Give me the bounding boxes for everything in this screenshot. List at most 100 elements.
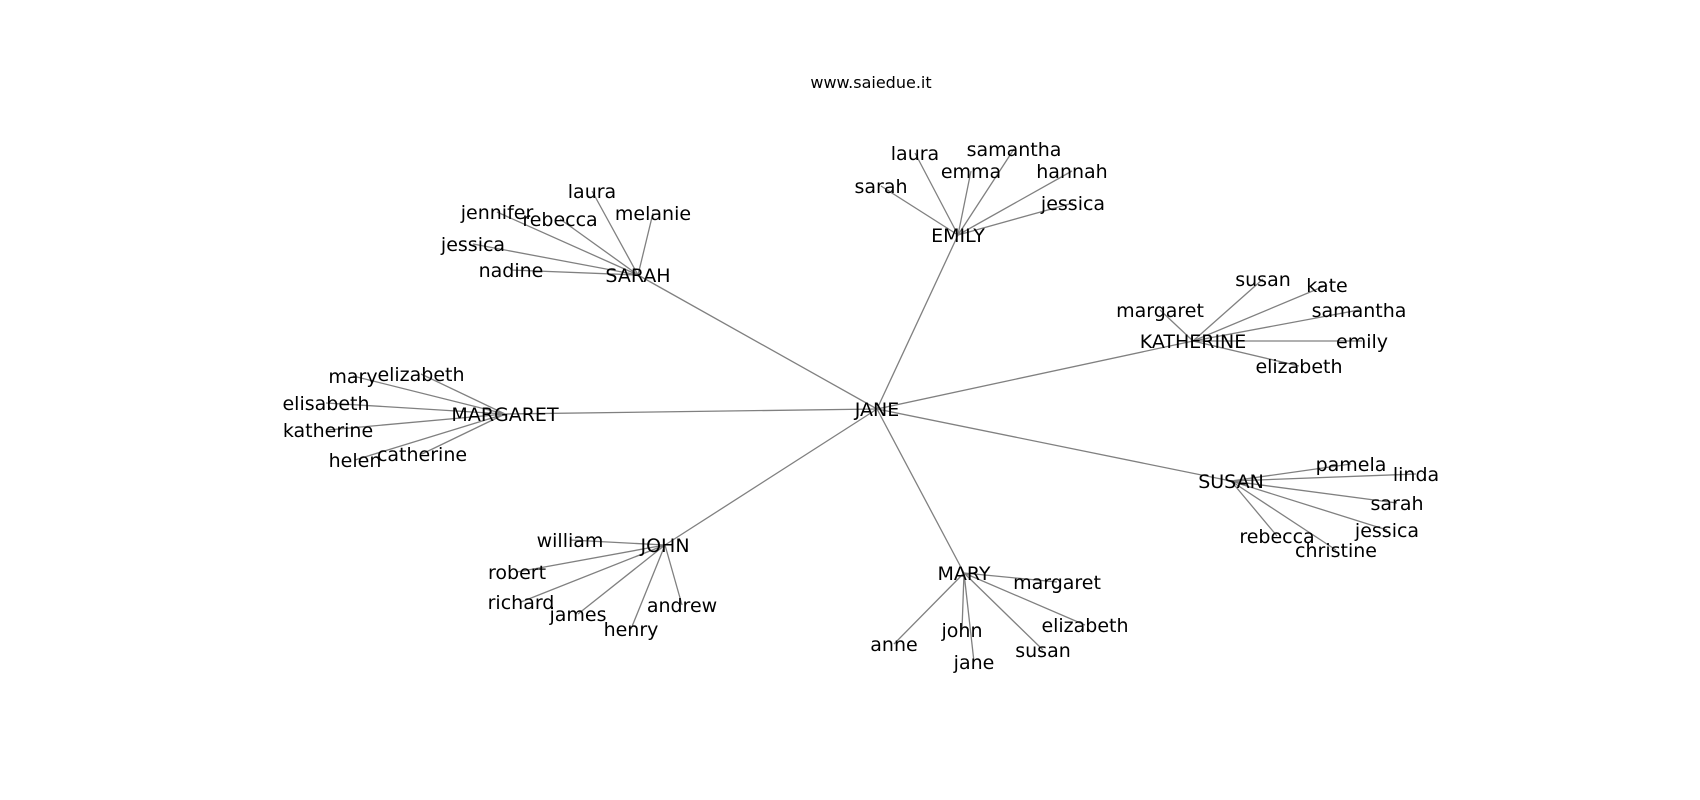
node-leaf-sarah-jessica: jessica: [440, 234, 505, 256]
node-labels: JANESARAHlauramelaniejenniferrebeccajess…: [282, 139, 1439, 674]
edge-katherine-margaret: [1159, 309, 1194, 342]
edge-root-margaret: [504, 408, 878, 415]
node-leaf-katherine-emily: emily: [1336, 331, 1388, 353]
node-root-jane: JANE: [854, 399, 900, 421]
edge-sarah-jennifer: [496, 211, 639, 276]
edge-mary-john: [961, 572, 965, 631]
edge-sarah-rebecca: [559, 218, 639, 276]
node-leaf-john-richard: richard: [488, 592, 555, 614]
edge-john-andrew: [664, 544, 683, 606]
node-leaf-emily-jessica: jessica: [1040, 193, 1105, 215]
edge-emily-sarah: [880, 185, 959, 236]
edge-john-henry: [630, 544, 666, 630]
node-leaf-mary-susan: susan: [1015, 640, 1071, 662]
edge-katherine-kate: [1192, 284, 1328, 342]
node-leaf-mary-margaret: margaret: [1013, 572, 1101, 594]
node-leaf-margaret-elisabeth: elisabeth: [282, 393, 369, 415]
edge-root-mary: [876, 408, 965, 574]
node-leaf-susan-pamela: pamela: [1316, 454, 1387, 476]
diagram-title: www.saiedue.it: [810, 73, 931, 92]
edge-margaret-mary: [352, 375, 506, 415]
edge-root-katherine: [876, 340, 1194, 410]
node-hub-mary: MARY: [938, 563, 991, 585]
edge-margaret-katherine: [327, 413, 506, 431]
edge-emily-laura: [914, 152, 959, 236]
edge-sarah-laura: [591, 190, 639, 276]
edge-root-emily: [876, 234, 959, 410]
node-leaf-emily-laura: laura: [891, 143, 939, 165]
node-leaf-katherine-samantha: samantha: [1312, 300, 1407, 322]
node-hub-katherine: KATHERINE: [1140, 331, 1247, 353]
edge-john-richard: [520, 544, 666, 603]
node-hub-john: JOHN: [639, 535, 689, 557]
node-leaf-susan-rebecca: rebecca: [1239, 526, 1314, 548]
node-hub-sarah: SARAH: [605, 265, 670, 287]
edge-emily-emma: [957, 170, 972, 236]
node-leaf-susan-sarah: sarah: [1370, 493, 1423, 515]
edges: [325, 148, 1417, 663]
edge-emily-jessica: [957, 202, 1074, 236]
node-leaf-sarah-laura: laura: [568, 181, 616, 203]
node-leaf-katherine-margaret: margaret: [1116, 300, 1204, 322]
edge-susan-sarah: [1230, 480, 1398, 504]
edge-katherine-samantha: [1192, 309, 1360, 342]
node-hub-margaret: MARGARET: [451, 404, 559, 426]
edge-sarah-jessica: [472, 243, 639, 276]
node-leaf-susan-christine: christine: [1295, 540, 1377, 562]
edge-mary-margaret: [963, 572, 1058, 583]
node-leaf-katherine-kate: kate: [1306, 275, 1347, 297]
node-leaf-katherine-susan: susan: [1235, 269, 1291, 291]
edge-mary-jane: [963, 572, 975, 663]
edge-susan-rebecca: [1230, 480, 1278, 537]
node-leaf-mary-john: john: [941, 620, 983, 642]
node-leaf-katherine-elizabeth: elizabeth: [1255, 356, 1342, 378]
node-leaf-margaret-catherine: catherine: [377, 444, 467, 466]
node-leaf-emily-sarah: sarah: [854, 176, 907, 198]
edge-sarah-melanie: [637, 212, 654, 276]
edge-margaret-helen: [354, 413, 506, 461]
node-hub-emily: EMILY: [931, 225, 985, 247]
node-leaf-john-robert: robert: [488, 562, 546, 584]
edge-mary-anne: [893, 572, 965, 645]
edge-katherine-elizabeth: [1192, 340, 1300, 367]
edge-john-james: [577, 544, 666, 615]
edge-susan-pamela: [1230, 463, 1352, 482]
node-leaf-john-henry: henry: [604, 619, 659, 641]
edge-susan-christine: [1230, 480, 1337, 551]
edge-emily-hannah: [957, 170, 1073, 236]
node-leaf-margaret-mary: mary: [328, 366, 377, 388]
node-leaf-sarah-melanie: melanie: [615, 203, 691, 225]
node-leaf-sarah-jennifer: jennifer: [460, 202, 534, 224]
node-hub-susan: SUSAN: [1198, 471, 1264, 493]
edge-margaret-elizabeth: [420, 373, 506, 415]
node-leaf-susan-linda: linda: [1393, 464, 1439, 486]
edge-mary-elizabeth: [963, 572, 1086, 626]
edge-john-william: [569, 539, 666, 546]
edge-susan-linda: [1230, 473, 1417, 482]
node-leaf-john-james: james: [548, 604, 606, 626]
node-leaf-mary-jane: jane: [953, 652, 995, 674]
node-leaf-emily-hannah: hannah: [1036, 161, 1107, 183]
edge-john-robert: [516, 544, 666, 573]
node-leaf-margaret-helen: helen: [329, 450, 382, 472]
node-leaf-sarah-nadine: nadine: [479, 260, 544, 282]
node-leaf-sarah-rebecca: rebecca: [522, 209, 597, 231]
edge-sarah-nadine: [510, 269, 639, 276]
edge-root-john: [664, 408, 878, 546]
node-leaf-emily-emma: emma: [941, 161, 1001, 183]
node-leaf-susan-jessica: jessica: [1354, 520, 1419, 542]
node-leaf-mary-anne: anne: [870, 634, 917, 656]
node-leaf-john-andrew: andrew: [647, 595, 717, 617]
edge-katherine-susan: [1192, 278, 1264, 342]
node-leaf-emily-samantha: samantha: [967, 139, 1062, 161]
edge-root-sarah: [637, 274, 878, 410]
edge-mary-susan: [963, 572, 1044, 651]
node-leaf-mary-elizabeth: elizabeth: [1041, 615, 1128, 637]
node-leaf-john-william: william: [537, 530, 604, 552]
edge-susan-jessica: [1230, 480, 1388, 531]
edge-root-susan: [876, 408, 1232, 482]
edge-emily-samantha: [957, 148, 1015, 236]
node-leaf-margaret-katherine: katherine: [283, 420, 373, 442]
edge-margaret-elisabeth: [325, 402, 506, 415]
